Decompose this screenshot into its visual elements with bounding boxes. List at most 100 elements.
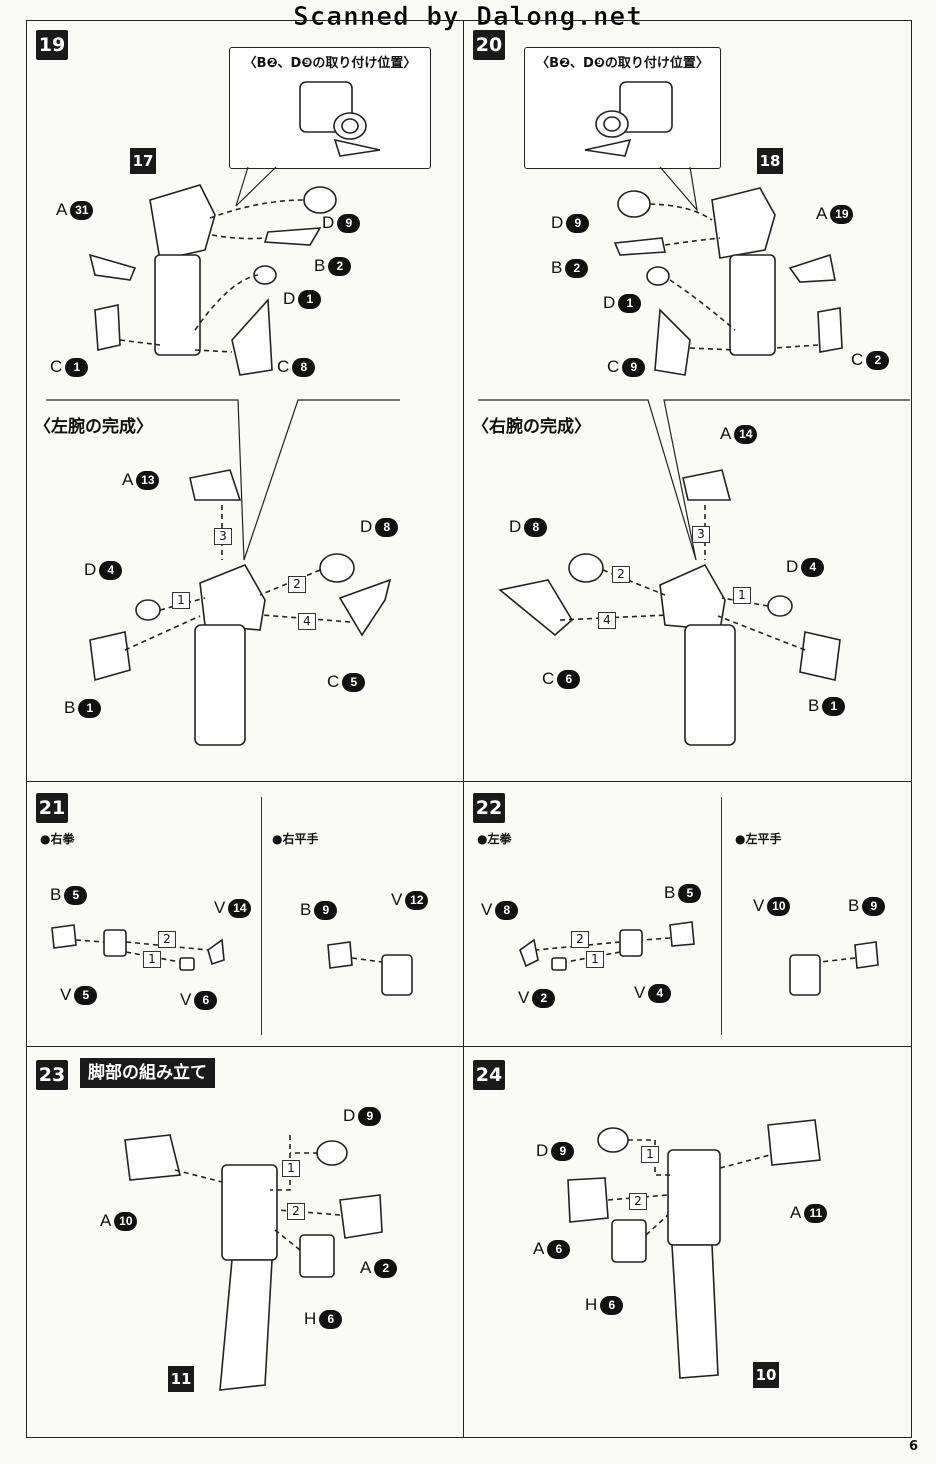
step-number-24: 24 — [473, 1060, 505, 1090]
part-number: 4 — [801, 557, 825, 577]
step-number-21: 21 — [36, 793, 68, 823]
part-letter: C — [607, 357, 620, 376]
part-letter: B — [50, 885, 62, 904]
order-mark: 2 — [612, 566, 630, 583]
order-mark: 1 — [586, 951, 604, 968]
order-mark: 2 — [287, 1203, 305, 1220]
section-title-left-arm: 〈左腕の完成〉 — [34, 417, 153, 437]
order-mark: 2 — [571, 931, 589, 948]
part-badge: 18 — [757, 148, 783, 174]
part-letter: D — [360, 517, 373, 536]
part-letter: D — [343, 1106, 356, 1125]
order-mark: 2 — [288, 576, 306, 593]
part-number: 8 — [495, 900, 519, 920]
part-number: 5 — [678, 883, 702, 903]
divider — [261, 797, 262, 1035]
part-badge: 10 — [753, 1362, 779, 1388]
part-letter: B — [808, 696, 820, 715]
part-number: 2 — [866, 350, 890, 370]
part-number: 8 — [375, 517, 399, 537]
part-number: 5 — [64, 885, 88, 905]
part-number: 6 — [319, 1309, 343, 1329]
panel-step-24 — [463, 1046, 912, 1438]
part-letter: B — [664, 883, 676, 902]
part-number: 2 — [374, 1258, 398, 1278]
part-number: 9 — [358, 1106, 382, 1126]
part-letter: V — [391, 890, 403, 909]
watermark: Scanned by Dalong.net — [293, 2, 643, 33]
sub-heading: ●左平手 — [735, 832, 782, 846]
step-number-20: 20 — [473, 30, 505, 60]
part-number: 12 — [405, 890, 429, 910]
part-letter: C — [851, 350, 864, 369]
part-number: 9 — [862, 896, 886, 916]
callout-title: 〈B❷、D❾の取り付け位置〉 — [243, 56, 417, 71]
part-letter: V — [481, 900, 493, 919]
part-number: 1 — [78, 698, 102, 718]
part-letter: D — [536, 1141, 549, 1160]
part-number: 4 — [99, 560, 123, 580]
part-letter: D — [603, 293, 616, 312]
part-letter: B — [848, 896, 860, 915]
part-number: 19 — [830, 204, 854, 224]
order-mark: 1 — [733, 587, 751, 604]
part-letter: V — [518, 988, 530, 1007]
part-number: 14 — [228, 898, 252, 918]
order-mark: 2 — [629, 1193, 647, 1210]
part-letter: A — [790, 1203, 802, 1222]
part-letter: V — [60, 985, 72, 1004]
part-badge: 17 — [130, 148, 156, 174]
step-number-23: 23 — [36, 1060, 68, 1090]
part-number: 4 — [648, 983, 672, 1003]
part-number: 10 — [114, 1211, 138, 1231]
order-mark: 4 — [298, 613, 316, 630]
part-number: 2 — [532, 988, 556, 1008]
part-letter: A — [816, 204, 828, 223]
order-mark: 1 — [172, 592, 190, 609]
step-23-title: 脚部の組み立て — [80, 1058, 215, 1088]
step-number-19: 19 — [36, 30, 68, 60]
part-number: 31 — [70, 200, 94, 220]
part-letter: V — [180, 990, 192, 1009]
part-letter: D — [322, 213, 335, 232]
part-letter: C — [277, 357, 290, 376]
part-letter: V — [753, 896, 765, 915]
sub-heading: ●左拳 — [477, 832, 512, 846]
part-number: 6 — [557, 669, 581, 689]
part-number: 9 — [622, 357, 646, 377]
part-number: 1 — [618, 293, 642, 313]
order-mark: 3 — [214, 528, 232, 545]
part-number: 9 — [551, 1141, 575, 1161]
